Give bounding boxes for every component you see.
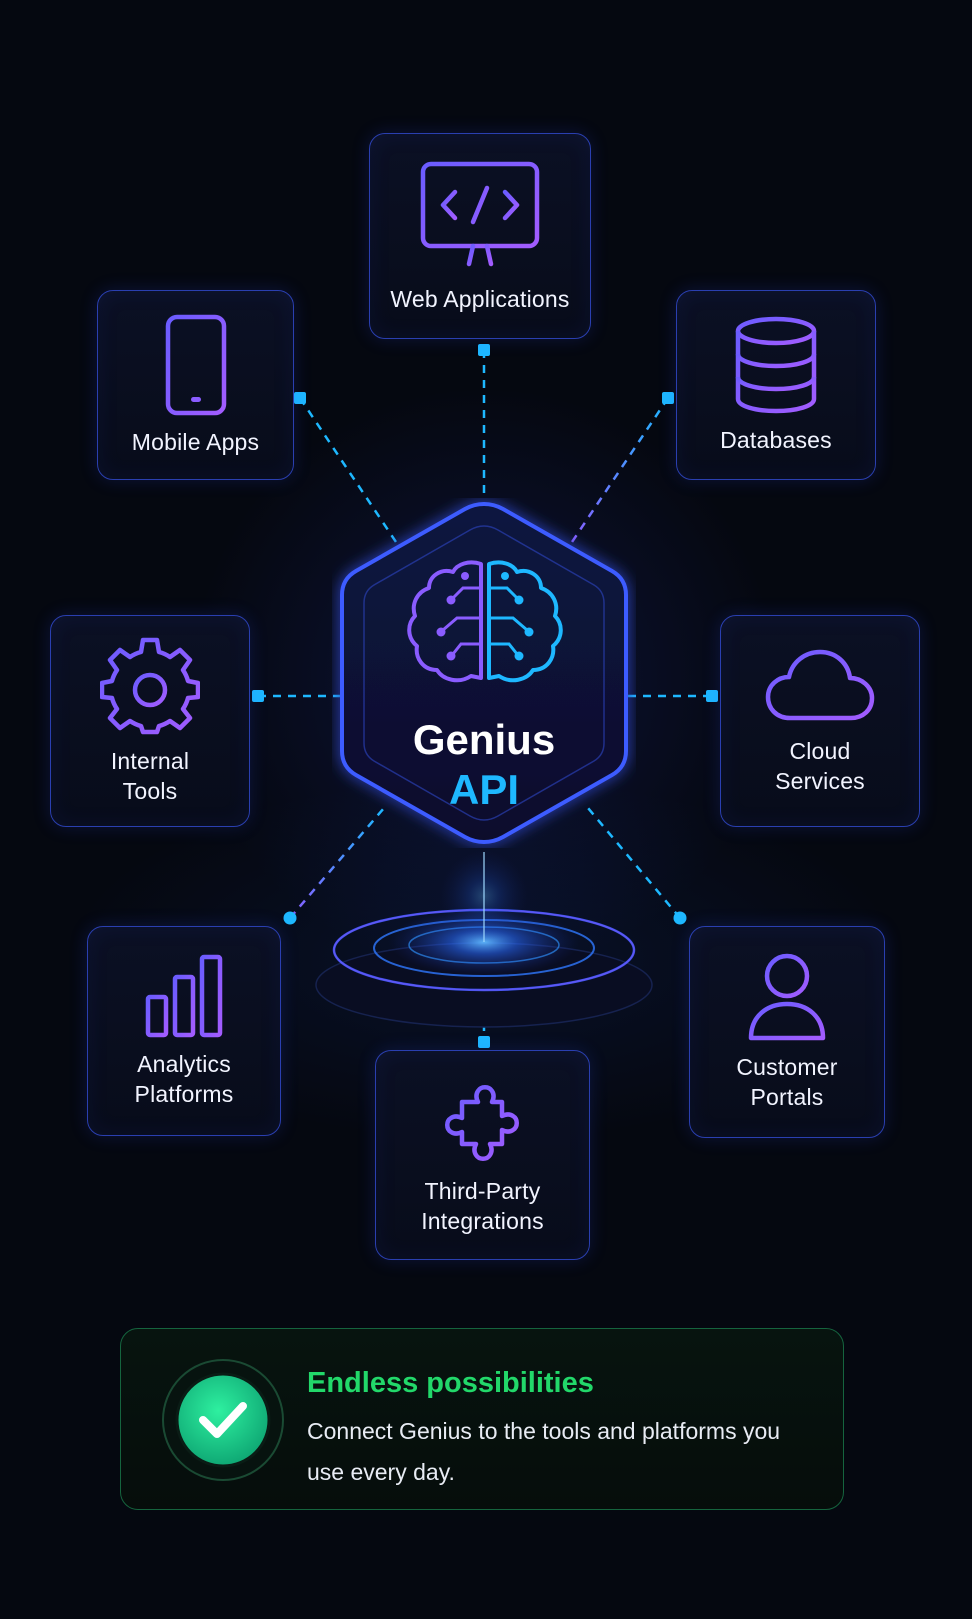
connector-node-cloud: [706, 690, 718, 702]
connector-analytics: [289, 807, 385, 919]
monitor-code-icon: [420, 161, 540, 269]
node-web-applications[interactable]: Web Applications: [369, 133, 591, 339]
node-databases[interactable]: Databases: [676, 290, 876, 480]
node-label: Databases: [720, 427, 832, 453]
node-label: Web Applications: [390, 286, 570, 312]
user-icon: [748, 953, 826, 1041]
connector-node-web: [478, 344, 490, 356]
connector-node-thirdparty: [478, 1036, 490, 1048]
connector-node-internal: [252, 690, 264, 702]
node-analytics-platforms[interactable]: Analytics Platforms: [87, 926, 281, 1136]
brain-icon: [407, 560, 563, 683]
node-label: Customer Portals: [736, 1054, 838, 1110]
node-label: Analytics Platforms: [134, 1051, 234, 1107]
node-label: Cloud Services: [775, 738, 865, 794]
node-mobile-apps[interactable]: Mobile Apps: [97, 290, 294, 480]
check-circle-icon: [162, 1359, 284, 1481]
gear-icon: [100, 637, 200, 735]
bar-chart-icon: [145, 954, 223, 1038]
node-label: Mobile Apps: [131, 429, 260, 455]
puzzle-icon: [444, 1085, 519, 1161]
connector-node-mobile: [294, 392, 306, 404]
database-icon: [735, 316, 817, 414]
hub-hexagon: [340, 501, 628, 845]
cloud-icon: [765, 649, 875, 721]
node-label: Internal Tools: [110, 748, 190, 804]
endless-possibilities-banner: Endless possibilities Connect Genius to …: [120, 1328, 844, 1510]
banner-description: Connect Genius to the tools and platform…: [307, 1418, 781, 1485]
hub-title-api: API: [448, 766, 519, 813]
node-customer-portals[interactable]: Customer Portals: [689, 926, 885, 1138]
smartphone-icon: [165, 314, 226, 416]
node-cloud-services[interactable]: Cloud Services: [720, 615, 920, 827]
hub-title-genius: Genius: [412, 716, 556, 763]
connector-node-customer: [673, 911, 687, 925]
connector-node-databases: [662, 392, 674, 404]
banner-title: Endless possibilities: [307, 1367, 594, 1399]
node-internal-tools[interactable]: Internal Tools: [50, 615, 250, 827]
genius-api-hub: Genius API: [332, 498, 636, 848]
node-third-party-integrations[interactable]: Third-Party Integrations: [375, 1050, 590, 1260]
connector-node-analytics: [283, 911, 297, 925]
node-label: Third-Party Integrations: [421, 1178, 544, 1234]
pedestal-portal: [315, 850, 653, 1028]
